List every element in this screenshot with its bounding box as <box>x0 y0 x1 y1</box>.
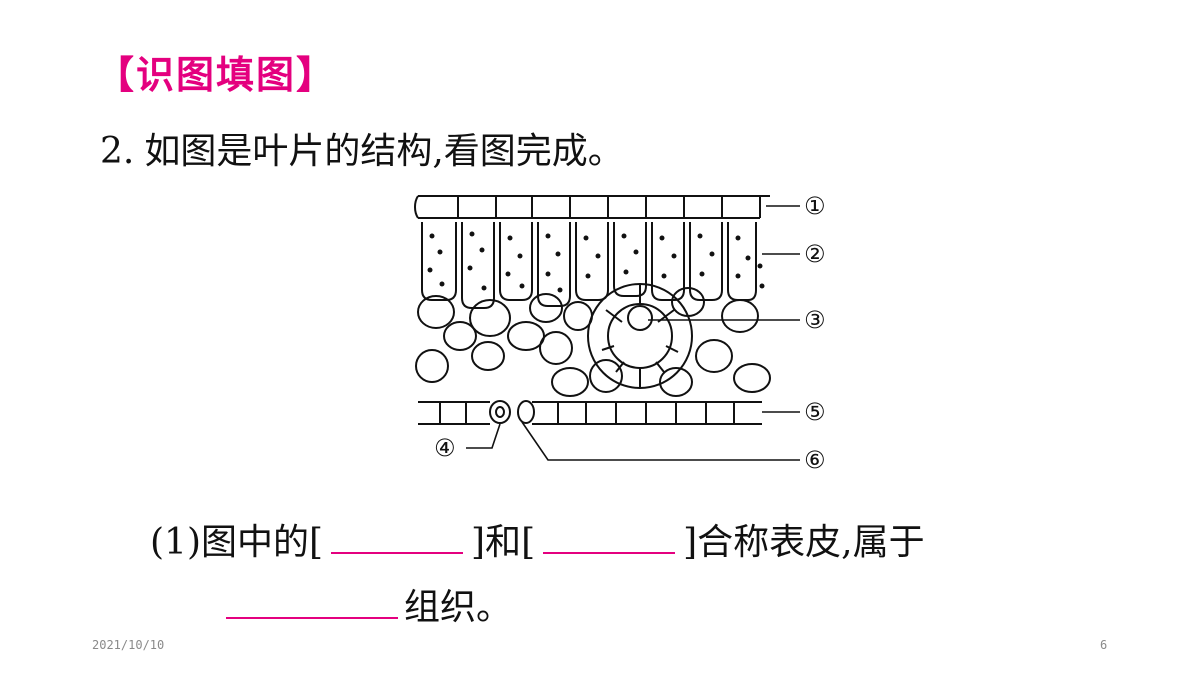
answer-blank-1[interactable] <box>331 522 464 554</box>
footer-date: 2021/10/10 <box>92 638 165 652</box>
lower-epidermis <box>418 400 762 425</box>
section-header: 【识图填图】 <box>96 53 337 97</box>
chloroplast-dots <box>427 231 765 293</box>
leader-lines <box>466 205 800 461</box>
spongy-tissue <box>415 287 771 397</box>
label-2: ② <box>804 240 826 268</box>
question-text: 如图是叶片的结构,看图完成。 <box>144 131 624 172</box>
answer-blank-3[interactable] <box>226 587 398 619</box>
subquestion-line-1: (1)图中的[ ]和[ ]合称表皮,属于 <box>150 513 925 565</box>
question-prompt: 2.如图是叶片的结构,看图完成。 <box>100 122 624 174</box>
answer-blank-2[interactable] <box>543 522 676 554</box>
question-number: 2. <box>100 131 135 172</box>
leaf-structure-diagram: ① ② ③ ⑤ ④ ⑥ <box>414 192 826 474</box>
label-4: ④ <box>434 434 456 462</box>
subq-text-b: ]和[ <box>471 522 536 563</box>
subq-text-a: (1)图中的[ <box>150 522 324 563</box>
subq-text-c: ]合称表皮,属于 <box>683 522 925 563</box>
subq-text-d: 组织。 <box>404 587 513 628</box>
label-3: ③ <box>804 306 826 334</box>
leaf-vein <box>587 283 693 389</box>
upper-epidermis <box>414 195 770 219</box>
subquestion-line-2: 组织。 <box>226 578 512 630</box>
label-6: ⑥ <box>804 446 826 474</box>
label-1: ① <box>804 192 826 220</box>
page-number: 6 <box>1100 638 1108 652</box>
label-5: ⑤ <box>804 398 826 426</box>
